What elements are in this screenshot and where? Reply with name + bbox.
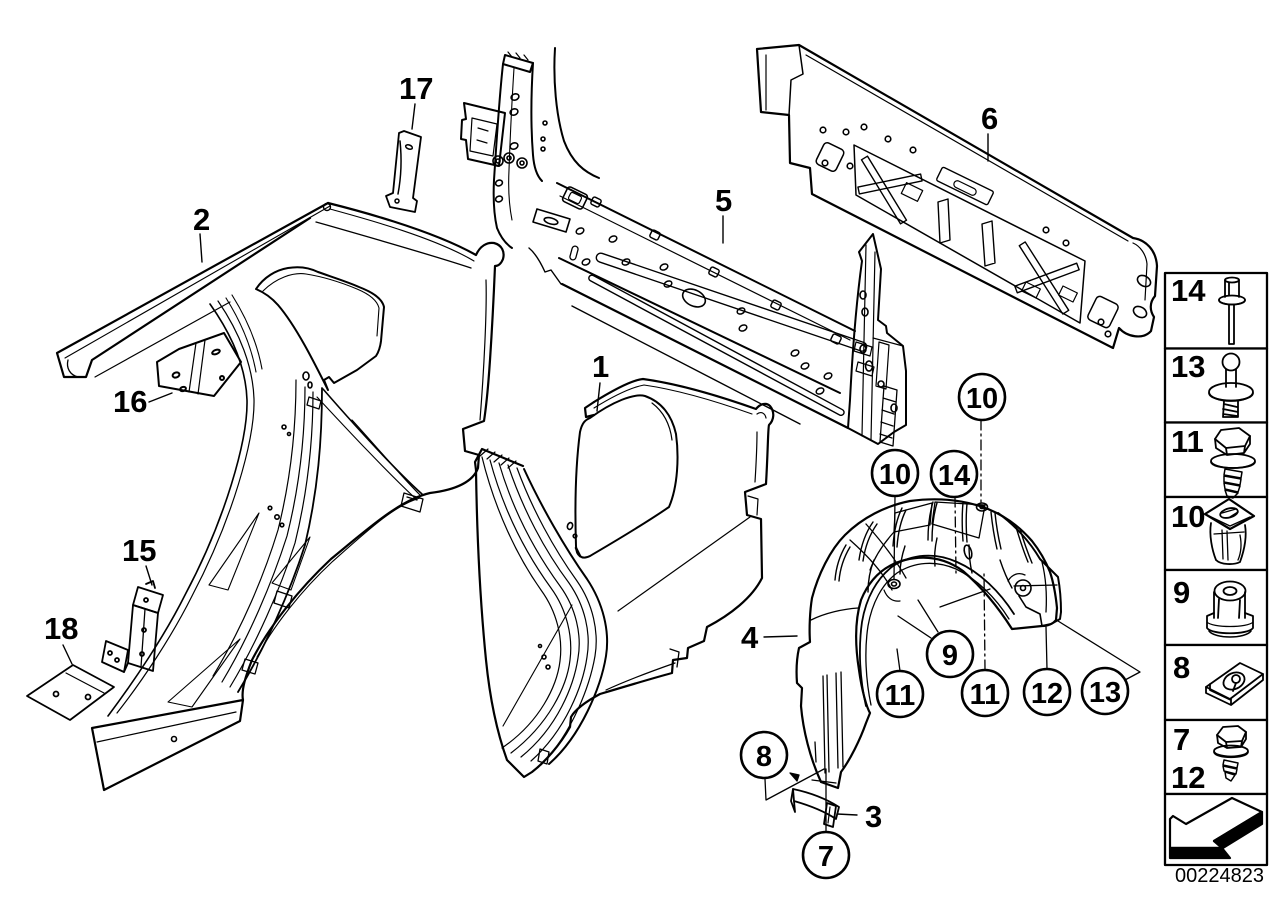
svg-text:14: 14 [938, 460, 970, 492]
svg-text:00224823: 00224823 [1175, 865, 1264, 887]
svg-text:10: 10 [1171, 499, 1205, 534]
svg-text:18: 18 [44, 611, 78, 646]
svg-text:15: 15 [122, 533, 156, 568]
svg-text:2: 2 [193, 202, 210, 237]
svg-text:4: 4 [741, 620, 759, 655]
svg-text:11: 11 [970, 679, 1001, 711]
svg-text:7: 7 [1173, 722, 1190, 757]
svg-text:11: 11 [885, 680, 916, 712]
svg-text:12: 12 [1171, 760, 1205, 795]
svg-text:1: 1 [592, 349, 609, 384]
svg-text:12: 12 [1031, 678, 1063, 710]
svg-text:7: 7 [818, 841, 834, 873]
svg-text:16: 16 [113, 384, 147, 419]
svg-text:13: 13 [1089, 677, 1121, 709]
svg-text:9: 9 [1173, 575, 1190, 610]
svg-text:17: 17 [399, 71, 433, 106]
svg-text:13: 13 [1171, 349, 1205, 384]
svg-text:10: 10 [966, 383, 998, 415]
svg-text:9: 9 [942, 640, 958, 672]
svg-text:3: 3 [865, 799, 882, 834]
svg-text:11: 11 [1171, 424, 1204, 459]
svg-text:6: 6 [981, 101, 998, 136]
svg-text:10: 10 [879, 459, 911, 491]
svg-text:5: 5 [715, 183, 732, 218]
svg-text:8: 8 [1173, 650, 1190, 685]
svg-text:8: 8 [756, 741, 772, 773]
svg-text:14: 14 [1171, 273, 1206, 308]
